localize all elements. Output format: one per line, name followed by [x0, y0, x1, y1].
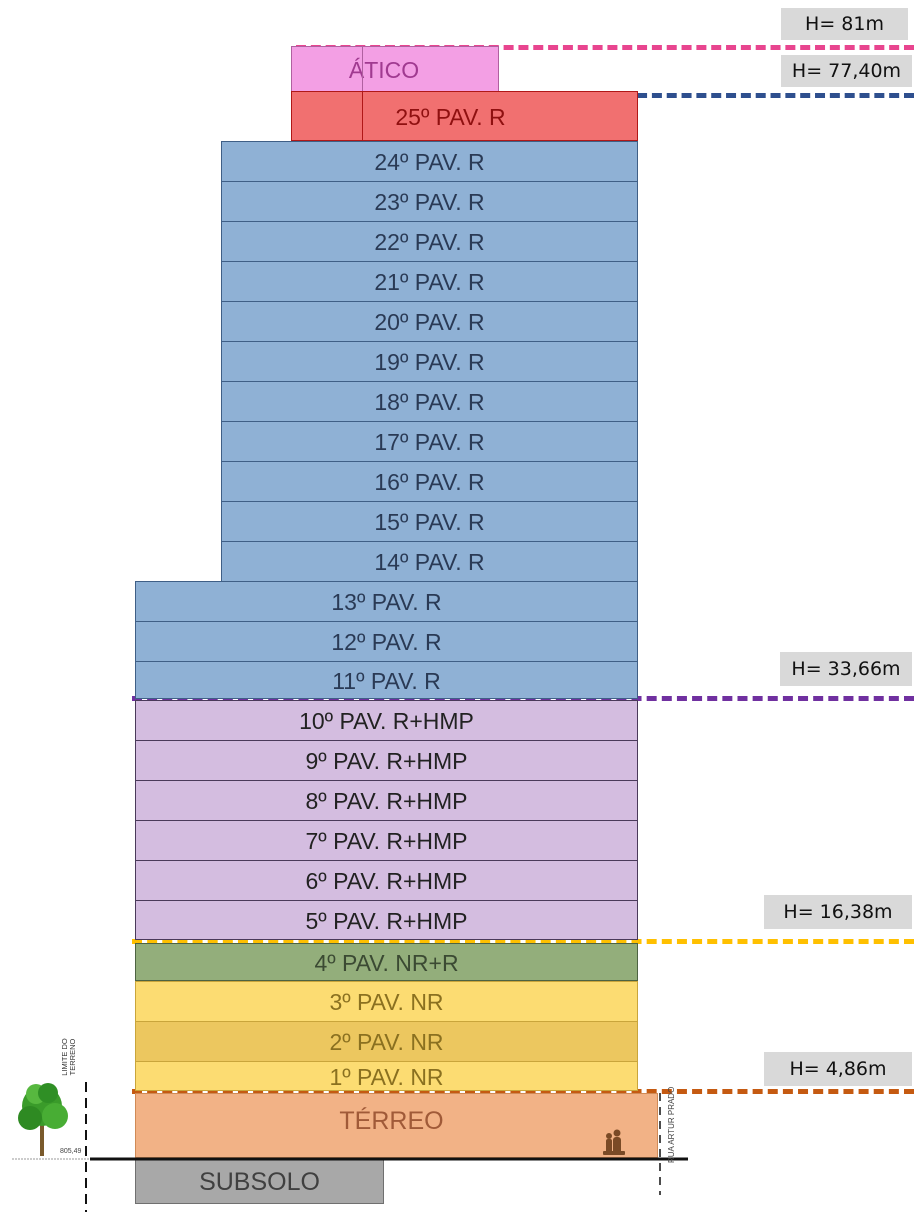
floor-24: 24º PAV. R [221, 141, 638, 182]
tree-icon [18, 1083, 68, 1156]
floor-25-divider [362, 92, 363, 140]
floor-19-label: 19º PAV. R [374, 349, 485, 375]
floor-21-label: 21º PAV. R [374, 269, 485, 295]
height-line-16-38 [132, 939, 914, 944]
people-icon [603, 1129, 625, 1155]
height-label-81: H= 81m [781, 8, 908, 40]
floor-4-label: 4º PAV. NR+R [314, 949, 459, 976]
floor-24-label: 24º PAV. R [374, 149, 485, 175]
floor-15-label: 15º PAV. R [374, 509, 485, 535]
floor-25-label: 25º PAV. R [395, 103, 506, 130]
height-label-77-40: H= 77,40m [781, 55, 912, 87]
floor-10: 10º PAV. R+HMP [135, 700, 638, 741]
floor-23: 23º PAV. R [221, 181, 638, 222]
floor-12: 12º PAV. R [135, 621, 638, 662]
floor-22: 22º PAV. R [221, 221, 638, 262]
floor-22-label: 22º PAV. R [374, 229, 485, 255]
level-mark: 805,49 [60, 1148, 82, 1155]
floor-20: 20º PAV. R [221, 301, 638, 342]
floor-6: 6º PAV. R+HMP [135, 860, 638, 901]
floor-15: 15º PAV. R [221, 501, 638, 542]
floor-1-label: 1º PAV. NR [329, 1063, 444, 1090]
floor-8-label: 8º PAV. R+HMP [305, 788, 468, 814]
floor-terreo: TÉRREO [135, 1093, 658, 1158]
floor-6-label: 6º PAV. R+HMP [305, 868, 468, 894]
floor-19: 19º PAV. R [221, 341, 638, 382]
floor-14-label: 14º PAV. R [374, 549, 485, 575]
floor-3: 3º PAV. NR [135, 981, 638, 1022]
floor-12-label: 12º PAV. R [331, 629, 442, 655]
floor-9: 9º PAV. R+HMP [135, 740, 638, 781]
floor-terreo-label: TÉRREO [339, 1107, 444, 1135]
floor-atico-label: ÁTICO [348, 56, 420, 83]
floor-13: 13º PAV. R [135, 581, 638, 622]
floor-7-label: 7º PAV. R+HMP [305, 828, 468, 854]
floor-7: 7º PAV. R+HMP [135, 820, 638, 861]
floor-5: 5º PAV. R+HMP [135, 900, 638, 940]
property-limit-text: LIMITE DO TERRENO [60, 1038, 77, 1076]
height-label-4-86: H= 4,86m [764, 1052, 912, 1086]
floor-subsolo: SUBSOLO [135, 1159, 384, 1204]
floor-21: 21º PAV. R [221, 261, 638, 302]
street-label: RUA ARTUR PRADO [667, 1086, 676, 1163]
height-line-4-86 [132, 1089, 914, 1094]
floor-25: 25º PAV. R [291, 91, 638, 141]
floor-subsolo-label: SUBSOLO [199, 1168, 320, 1196]
height-label-16-38: H= 16,38m [764, 895, 912, 929]
floor-20-label: 20º PAV. R [374, 309, 485, 335]
floor-2-label: 2º PAV. NR [329, 1029, 444, 1055]
floor-9-label: 9º PAV. R+HMP [305, 748, 468, 774]
height-line-81 [296, 45, 914, 50]
floor-16-label: 16º PAV. R [374, 469, 485, 495]
floor-23-label: 23º PAV. R [374, 189, 485, 215]
atico-divider [362, 46, 363, 92]
floor-17-label: 17º PAV. R [374, 429, 485, 455]
floor-11: 11º PAV. R [135, 661, 638, 699]
floor-18-label: 18º PAV. R [374, 389, 485, 415]
height-label-33-66: H= 33,66m [780, 652, 912, 686]
floor-13-label: 13º PAV. R [331, 589, 442, 615]
floor-5-label: 5º PAV. R+HMP [305, 907, 468, 934]
floor-4: 4º PAV. NR+R [135, 943, 638, 981]
floor-10-label: 10º PAV. R+HMP [299, 708, 474, 734]
floor-14: 14º PAV. R [221, 541, 638, 582]
floor-1: 1º PAV. NR [135, 1061, 638, 1091]
floor-11-label: 11º PAV. R [332, 667, 441, 694]
floor-3-label: 3º PAV. NR [329, 989, 444, 1015]
